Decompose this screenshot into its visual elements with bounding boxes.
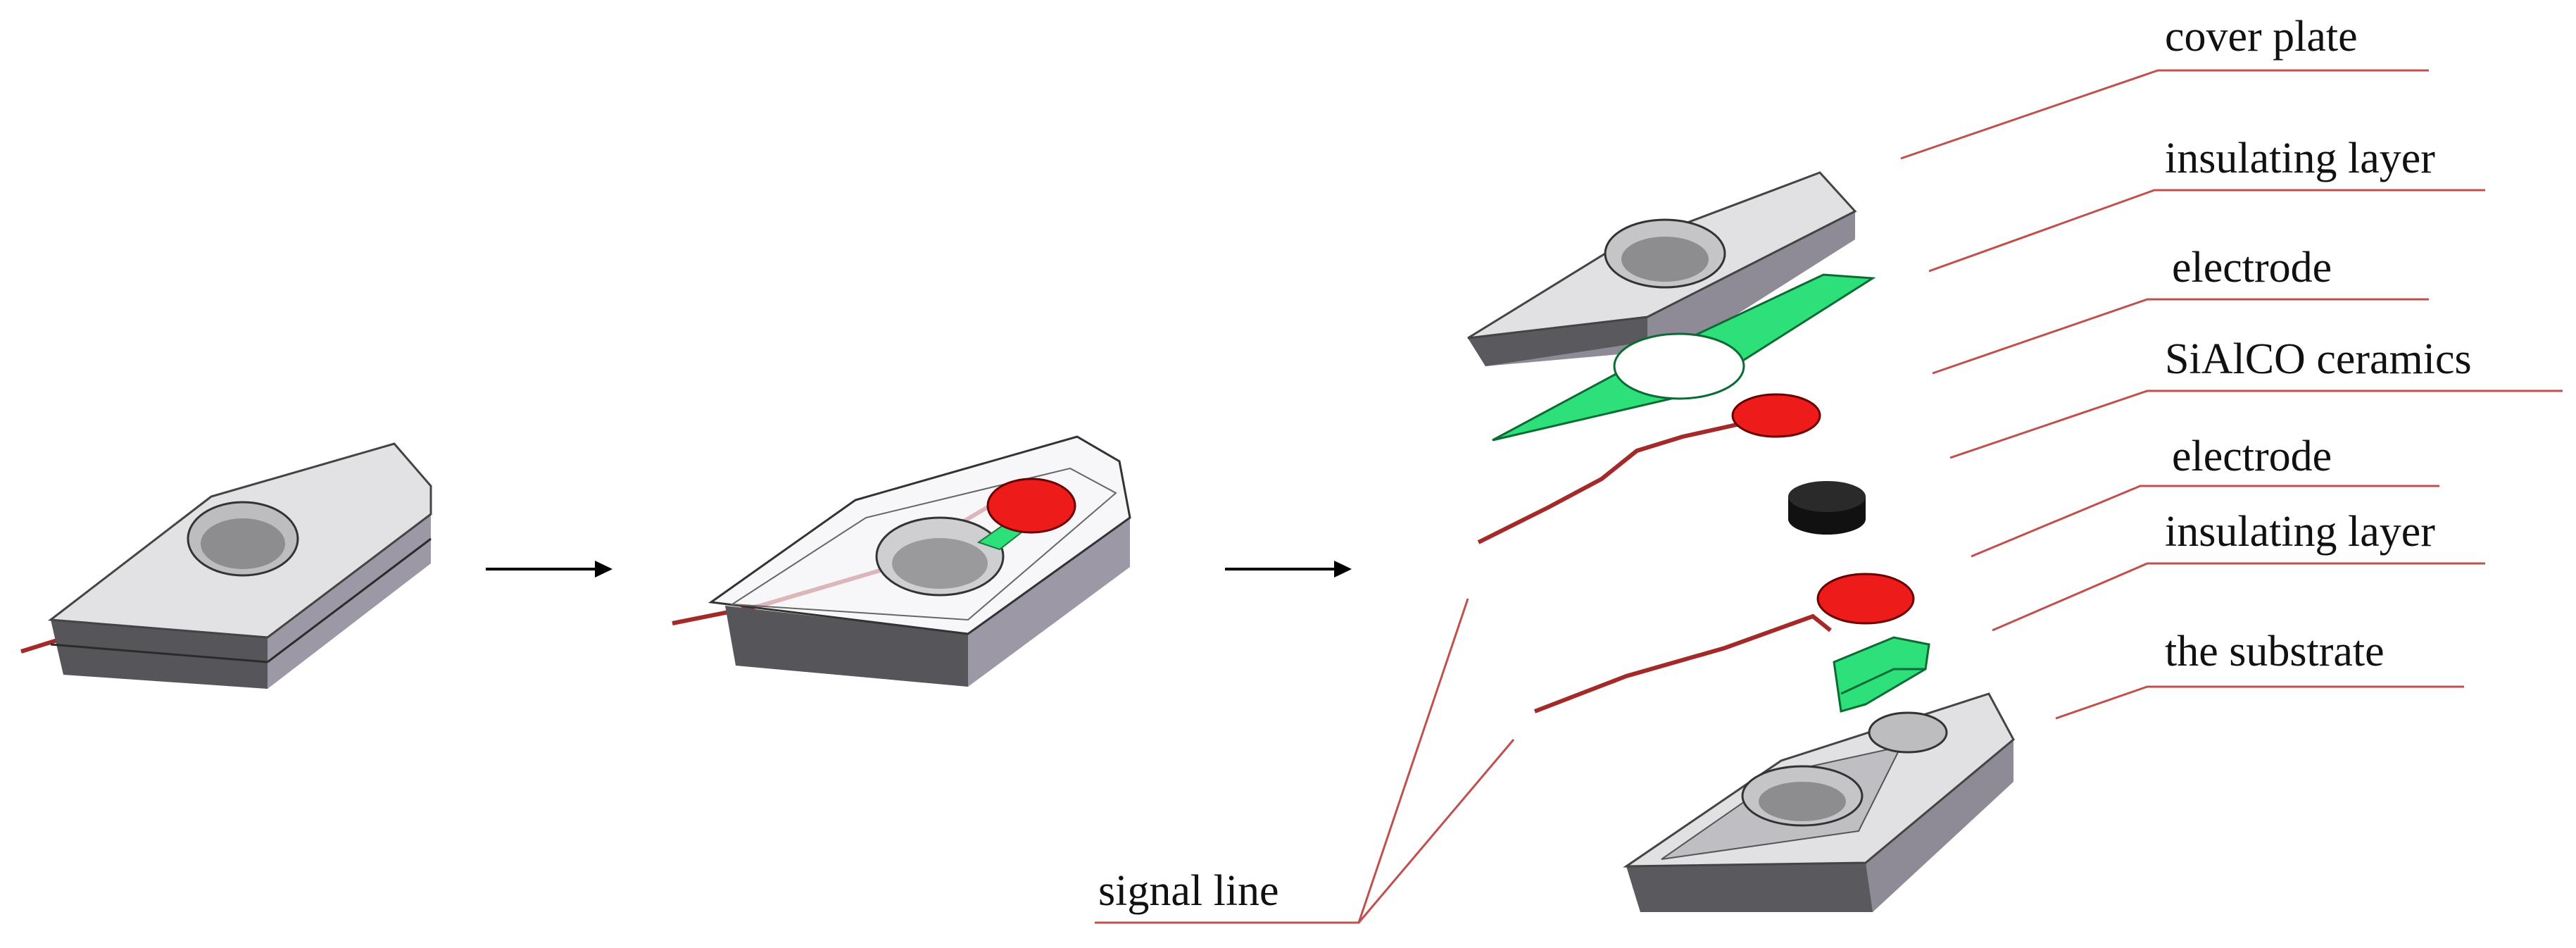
- transparent-sensor: [672, 435, 1131, 687]
- assembled-hole-depth: [201, 518, 285, 569]
- arrow-step-1: [486, 561, 612, 578]
- assembled-seam-right: [267, 537, 432, 663]
- insulating-layer-bottom-part: [1833, 636, 1930, 713]
- leader-cover-plate: [1900, 69, 2429, 160]
- label-substrate: the substrate: [2165, 628, 2385, 675]
- leader-lines: [1095, 69, 2563, 924]
- sialco-ceramic-part: [1788, 481, 1866, 535]
- leader-insulating-layer-top: [1928, 189, 2485, 273]
- middle-electrode: [986, 478, 1076, 534]
- electrode-top-part: [1477, 393, 1821, 544]
- substrate-part: [1623, 692, 2015, 912]
- middle-inner-layer: [729, 467, 1117, 621]
- arrow-step-2: [1225, 561, 1352, 578]
- middle-front-right-face: [968, 518, 1130, 687]
- middle-hole-depth: [892, 538, 988, 589]
- label-sialco-ceramics: SiAlCO ceramics: [2165, 335, 2472, 383]
- leader-electrode-top: [1932, 298, 2429, 375]
- leader-signal-line-b: [1357, 739, 1515, 923]
- leader-sialco: [1949, 389, 2563, 459]
- cover-plate-part: [1467, 171, 1857, 366]
- assembled-seam-left: [50, 643, 268, 663]
- middle-front-left-face: [725, 606, 968, 687]
- assembled-sensor: [20, 442, 432, 689]
- insulating-layer-top-part: [1492, 273, 1876, 442]
- leader-substrate: [2055, 685, 2464, 720]
- label-signal-line: signal line: [1098, 867, 1279, 915]
- label-insulating-layer-bottom: insulating layer: [2165, 508, 2435, 556]
- label-cover-plate: cover plate: [2165, 13, 2358, 61]
- label-electrode-bottom: electrode: [2172, 432, 2332, 480]
- label-electrode-top: electrode: [2172, 244, 2332, 292]
- electrode-bottom-part: [1533, 573, 1915, 713]
- leader-insulating-layer-bottom: [1992, 562, 2485, 632]
- leader-electrode-bottom: [1971, 485, 2439, 558]
- label-insulating-layer-top: insulating layer: [2165, 135, 2435, 182]
- exploded-view: [1467, 171, 2015, 912]
